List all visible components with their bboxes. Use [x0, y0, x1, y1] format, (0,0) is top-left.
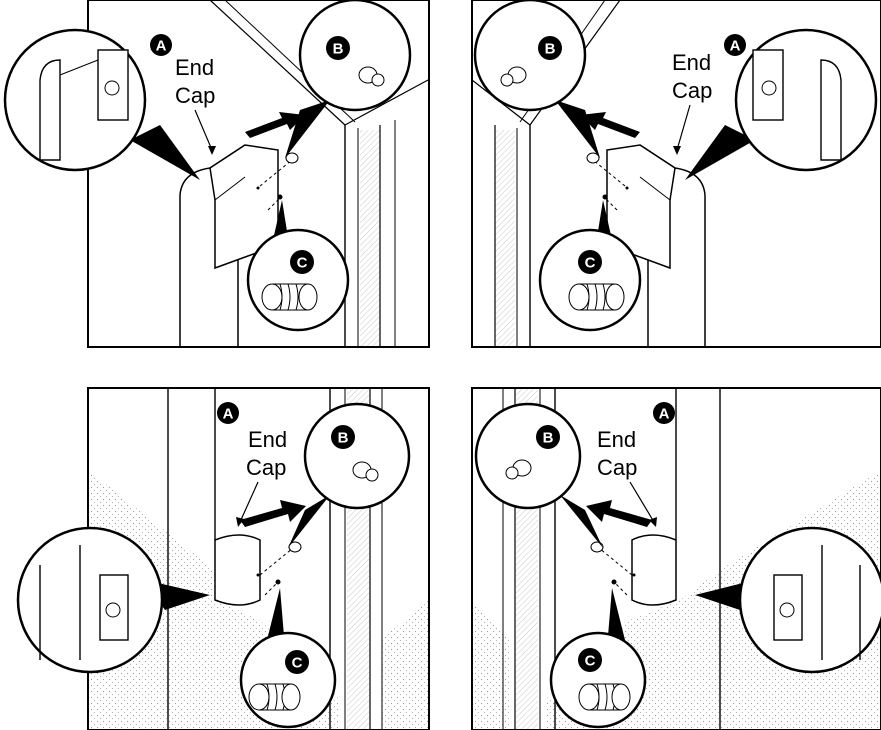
callout-c-badge: C [285, 650, 309, 674]
callout-c-badge: C [578, 648, 602, 672]
callout-a-badge: A [217, 402, 239, 424]
callout-b-letter: B [545, 41, 556, 58]
callout-c-letter: C [585, 653, 596, 670]
callout-a-badge: A [150, 34, 172, 56]
end-cap-label-line1: End [175, 55, 214, 80]
panel-bottom-right: A B C End Cap [472, 388, 881, 730]
end-cap-label-line1: End [672, 50, 711, 75]
end-cap-label-line2: Cap [597, 455, 637, 480]
callout-c-badge: C [290, 250, 314, 274]
end-cap-label-line1: End [248, 427, 287, 452]
callout-b-badge: B [536, 425, 560, 449]
end-cap-label-line2: Cap [246, 455, 286, 480]
panel-top-left: A B C End Cap [5, 0, 429, 347]
callout-c-letter: C [585, 255, 596, 272]
end-cap-label-line2: Cap [672, 78, 712, 103]
callout-b-letter: B [543, 430, 554, 447]
callout-b-letter: B [338, 430, 349, 447]
callout-c-letter: C [292, 655, 303, 672]
panel-top-right: A B C End Cap [472, 0, 881, 347]
callout-a-letter: A [156, 38, 167, 55]
callout-c-badge: C [578, 250, 602, 274]
callout-b-badge: B [326, 36, 350, 60]
callout-b-badge: B [538, 36, 562, 60]
callout-a-badge: A [653, 402, 675, 424]
callout-a-letter: A [659, 406, 670, 423]
callout-b-letter: B [333, 41, 344, 58]
end-cap-label-line1: End [597, 427, 636, 452]
callout-b-badge: B [331, 425, 355, 449]
callout-a-letter: A [223, 406, 234, 423]
end-cap-label-line2: Cap [175, 83, 215, 108]
callout-a-badge: A [724, 34, 746, 56]
callout-c-letter: C [297, 255, 308, 272]
panel-bottom-left: A B C End Cap [18, 388, 429, 730]
callout-a-letter: A [730, 38, 741, 55]
